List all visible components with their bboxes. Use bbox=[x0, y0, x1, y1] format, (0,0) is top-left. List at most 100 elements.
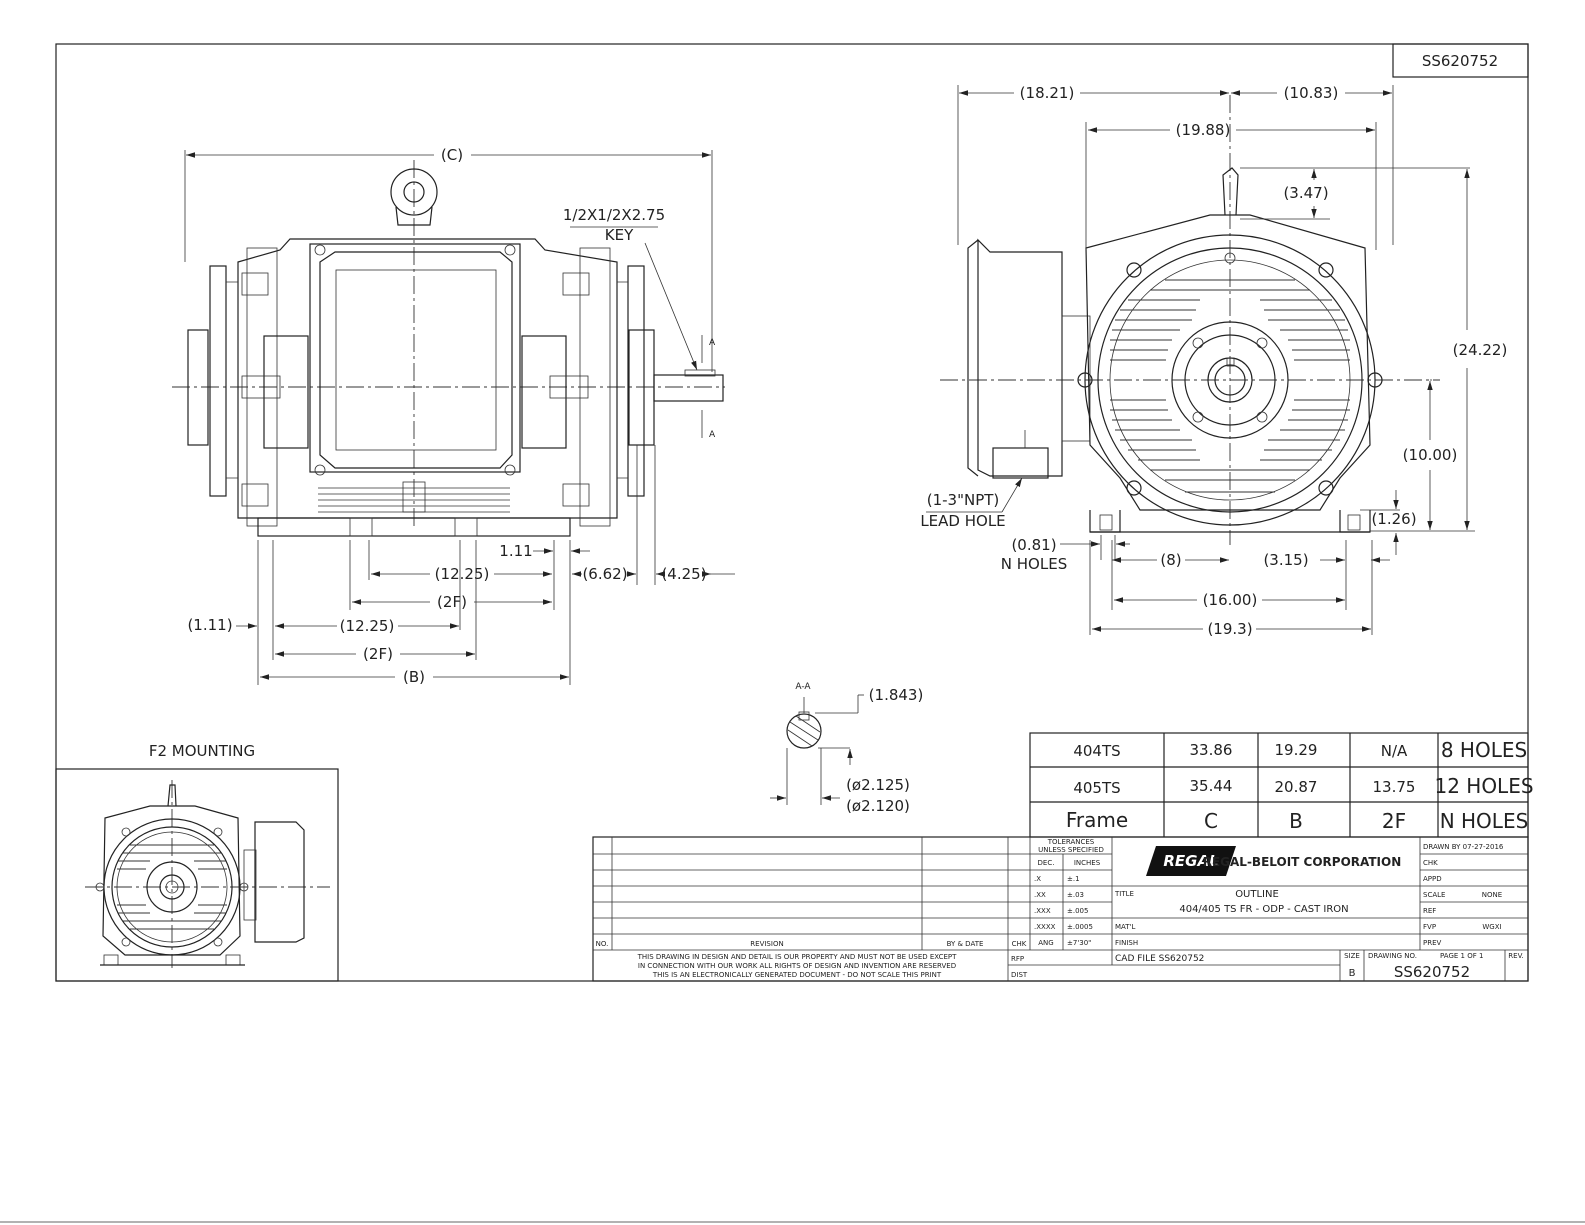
company-name: REGAL-BELOIT CORPORATION bbox=[1203, 855, 1402, 869]
key-label: KEY bbox=[605, 226, 634, 244]
row-405ts-frame: 405TS bbox=[1073, 779, 1120, 797]
header-n-holes: N HOLES bbox=[1440, 809, 1529, 833]
fvp-label: FVP bbox=[1423, 923, 1436, 931]
tol-ang: ANG bbox=[1038, 939, 1053, 947]
header-frame: Frame bbox=[1066, 808, 1128, 832]
dim-8: (8) bbox=[1160, 551, 1181, 569]
row-404ts-frame: 404TS bbox=[1073, 742, 1120, 760]
dim-1-11: (1.11) bbox=[187, 616, 232, 634]
tol-xxxx: .XXXX bbox=[1034, 923, 1056, 931]
regal-logo-badge bbox=[1146, 846, 1236, 876]
tol-x-val: ±.1 bbox=[1067, 875, 1080, 883]
drawn-by: DRAWN BY 07-27-2016 bbox=[1423, 843, 1504, 851]
dim-6-62: (6.62) bbox=[582, 565, 627, 583]
dim-12-25-lower: (12.25) bbox=[340, 617, 395, 635]
rfp-label: RFP bbox=[1011, 955, 1024, 963]
dim-16-00: (16.00) bbox=[1203, 591, 1258, 609]
tol-dec: DEC. bbox=[1038, 859, 1055, 867]
key-spec: 1/2X1/2X2.75 bbox=[563, 206, 665, 224]
title-label: TITLE bbox=[1114, 890, 1134, 898]
section-mark-a-bottom: A bbox=[709, 430, 716, 440]
n-holes-label: N HOLES bbox=[1001, 555, 1067, 573]
side-view: (C) 1/2X1/2X2.75 KEY A A 1.11 (12.25) (6… bbox=[172, 146, 735, 686]
dim-12-25-upper: (12.25) bbox=[435, 565, 490, 583]
lead-hole-size: (1-3"NPT) bbox=[927, 491, 1000, 509]
corner-id-box bbox=[1392, 43, 1529, 78]
lead-hole-label: LEAD HOLE bbox=[920, 512, 1005, 530]
drawing-number: SS620752 bbox=[1394, 963, 1470, 981]
header-c: C bbox=[1204, 809, 1218, 833]
title-line-1: OUTLINE bbox=[1235, 889, 1279, 900]
dim-19-88: (19.88) bbox=[1176, 121, 1231, 139]
header-b: B bbox=[1289, 809, 1303, 833]
row-405ts-c: 35.44 bbox=[1190, 777, 1233, 795]
dim-2f-lower: (2F) bbox=[363, 645, 393, 663]
dim-1-11-small: 1.11 bbox=[499, 542, 532, 560]
dim-1-26: (1.26) bbox=[1371, 510, 1416, 528]
chk-label: CHK bbox=[1423, 859, 1438, 867]
end-view: (18.21) (10.83) (19.88) (3.47) (24.22) (… bbox=[920, 84, 1507, 638]
header-2f: 2F bbox=[1382, 809, 1406, 833]
dim-b: (B) bbox=[403, 668, 425, 686]
appd-label: APPD bbox=[1423, 875, 1442, 883]
title-line-2: 404/405 TS FR - ODP - CAST IRON bbox=[1179, 904, 1348, 915]
dim-3-47: (3.47) bbox=[1283, 184, 1328, 202]
size-label: SIZE bbox=[1344, 952, 1360, 960]
rev-revision-header: REVISION bbox=[750, 940, 783, 948]
notice-line-3: THIS IS AN ELECTRONICALLY GENERATED DOCU… bbox=[652, 971, 942, 979]
regal-logo: REGAL bbox=[1163, 852, 1218, 870]
drawing-no-label: DRAWING NO. bbox=[1368, 952, 1417, 960]
row-404ts-b: 19.29 bbox=[1275, 741, 1318, 759]
prev-label: PREV bbox=[1423, 939, 1442, 947]
tol-xxxx-val: ±.0005 bbox=[1067, 923, 1093, 931]
dim-10-83: (10.83) bbox=[1284, 84, 1339, 102]
tol-xxx-val: ±.005 bbox=[1067, 907, 1088, 915]
rev-by-date-header: BY & DATE bbox=[947, 940, 984, 948]
row-404ts-holes: 8 HOLES bbox=[1441, 738, 1527, 762]
section-mark-a-top: A bbox=[709, 338, 716, 348]
dim-0-81: (0.81) bbox=[1011, 536, 1056, 554]
matl-label: MAT'L bbox=[1115, 923, 1135, 931]
corner-id: SS620752 bbox=[1422, 52, 1498, 70]
section-a-a: A-A (1.843) (ø2.125) (ø2.120) bbox=[770, 682, 923, 815]
scale-label: SCALE bbox=[1423, 891, 1445, 899]
finish-label: FINISH bbox=[1115, 939, 1138, 947]
dim-18-21: (18.21) bbox=[1020, 84, 1075, 102]
dim-dia-2-125: (ø2.125) bbox=[846, 776, 910, 794]
dist-label: DIST bbox=[1011, 971, 1028, 979]
dim-24-22: (24.22) bbox=[1453, 341, 1508, 359]
tol-xx-val: ±.03 bbox=[1067, 891, 1084, 899]
dim-dia-2-120: (ø2.120) bbox=[846, 797, 910, 815]
notice-line-1: THIS DRAWING IN DESIGN AND DETAIL IS OUR… bbox=[637, 953, 958, 961]
dim-3-15: (3.15) bbox=[1263, 551, 1308, 569]
row-404ts-c: 33.86 bbox=[1190, 741, 1233, 759]
tol-x: .X bbox=[1034, 875, 1041, 883]
title-block: NO. REVISION BY & DATE CHK TOLERANCES UN… bbox=[592, 836, 1529, 982]
row-404ts-2f: N/A bbox=[1381, 742, 1408, 760]
frame-data-table: 404TS 33.86 19.29 N/A 8 HOLES 405TS 35.4… bbox=[1029, 732, 1534, 838]
dim-4-25: (4.25) bbox=[661, 565, 706, 583]
tol-ang-val: ±7'30" bbox=[1067, 939, 1091, 947]
row-405ts-b: 20.87 bbox=[1275, 778, 1318, 796]
section-label: A-A bbox=[795, 682, 811, 692]
rev-label: REV. bbox=[1508, 952, 1523, 960]
cad-file: CAD FILE SS620752 bbox=[1115, 954, 1204, 964]
ref-label: REF bbox=[1423, 907, 1436, 915]
page-label: PAGE 1 OF 1 bbox=[1440, 952, 1483, 960]
dim-c: (C) bbox=[441, 146, 463, 164]
tol-xxx: .XXX bbox=[1034, 907, 1051, 915]
chk-header: CHK bbox=[1012, 940, 1027, 948]
row-405ts-holes: 12 HOLES bbox=[1434, 774, 1533, 798]
f2-mounting-label: F2 MOUNTING bbox=[149, 742, 255, 760]
tol-xx: .XX bbox=[1034, 891, 1046, 899]
notice-line-2: IN CONNECTION WITH OUR WORK ALL RIGHTS O… bbox=[638, 962, 956, 970]
dim-19-3: (19.3) bbox=[1207, 620, 1252, 638]
row-405ts-2f: 13.75 bbox=[1373, 778, 1416, 796]
size-value: B bbox=[1349, 968, 1356, 979]
fvp-value: WGXI bbox=[1482, 923, 1501, 931]
dim-2f-upper: (2F) bbox=[437, 593, 467, 611]
tolerances-line-1: TOLERANCES bbox=[1047, 838, 1095, 846]
rev-no-header: NO. bbox=[596, 940, 609, 948]
f2-mounting-view: F2 MOUNTING bbox=[55, 742, 339, 982]
